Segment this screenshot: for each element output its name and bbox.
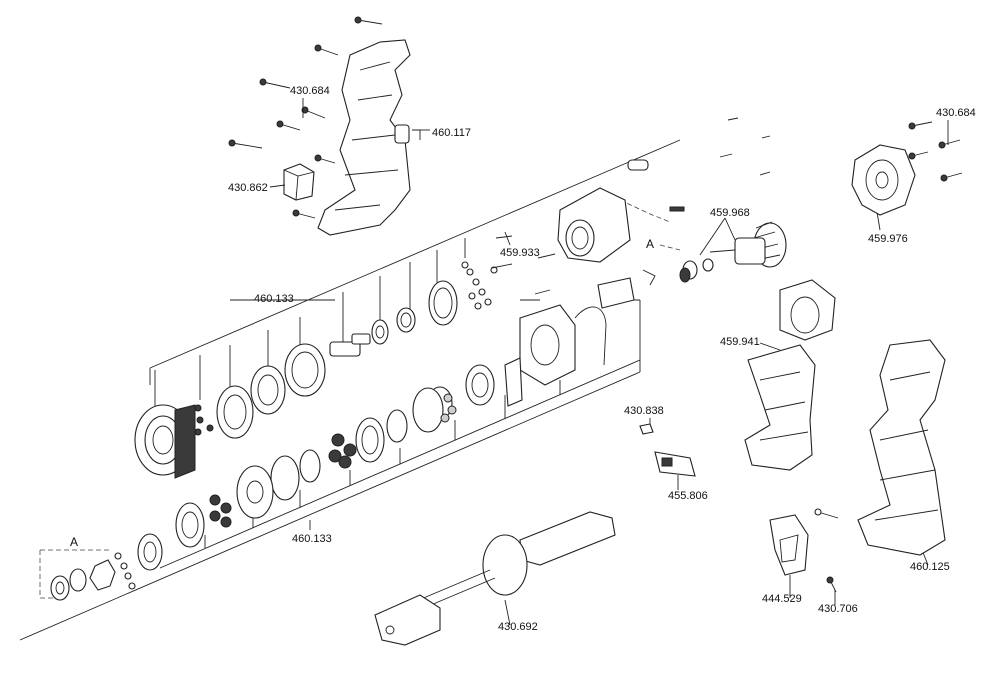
- housing-half-459941: [744, 279, 836, 471]
- label-459976: 459.976: [868, 233, 908, 245]
- label-430684-left: 430.684: [290, 85, 330, 97]
- aux-handle-430692: [374, 511, 616, 646]
- switch-block-430862: [283, 163, 315, 201]
- group-460133-upper-leaders: [154, 238, 466, 420]
- reference-a-bracket-top: [619, 199, 681, 251]
- gearbox-housing: [557, 187, 631, 263]
- motor-rotor-459968: [679, 221, 787, 283]
- label-455806: 455.806: [668, 490, 708, 502]
- pins-middle: [461, 235, 556, 310]
- label-430692: 430.692: [498, 621, 538, 633]
- label-444529: 444.529: [762, 593, 802, 605]
- label-reference-a-top: A: [646, 237, 655, 251]
- motor-endbell-459976: [851, 144, 916, 216]
- gear-rings-upper: [216, 280, 458, 439]
- belt-clip-444529: [769, 514, 809, 576]
- label-459933: 459.933: [500, 247, 540, 259]
- label-460117: 460.117: [432, 127, 471, 139]
- label-reference-a-bottom: A: [70, 535, 79, 549]
- small-pins-top-right: [627, 117, 771, 212]
- screws-endbell: [908, 121, 963, 182]
- label-460133-lower: 460.133: [292, 533, 332, 545]
- screw-430838: [639, 423, 654, 435]
- label-430862: 430.862: [228, 182, 268, 194]
- label-430838: 430.838: [624, 405, 664, 417]
- label-460125: 460.125: [910, 561, 950, 573]
- gear-rings-middle: [236, 357, 523, 519]
- leader-lines: [269, 98, 949, 626]
- housing-half-460117: [317, 39, 411, 236]
- housing-half-460125: [814, 339, 946, 556]
- screws-housing: [228, 16, 383, 219]
- label-430706: 430.706: [818, 603, 858, 615]
- reference-a-bracket-bottom: [39, 549, 110, 599]
- group-460133-lower-leaders: [159, 359, 641, 569]
- label-459941: 459.941: [720, 336, 760, 348]
- clutch-assembly: [519, 269, 656, 386]
- label-430684-right: 430.684: [936, 107, 976, 119]
- switch-455806: [654, 451, 696, 477]
- chuck-collar-front: [134, 404, 196, 479]
- screw-430706: [826, 576, 837, 593]
- label-460133-upper: 460.133: [254, 293, 294, 305]
- gear-rings-lower: [50, 494, 232, 601]
- label-459968: 459.968: [710, 207, 750, 219]
- screws-chuck: [194, 404, 214, 436]
